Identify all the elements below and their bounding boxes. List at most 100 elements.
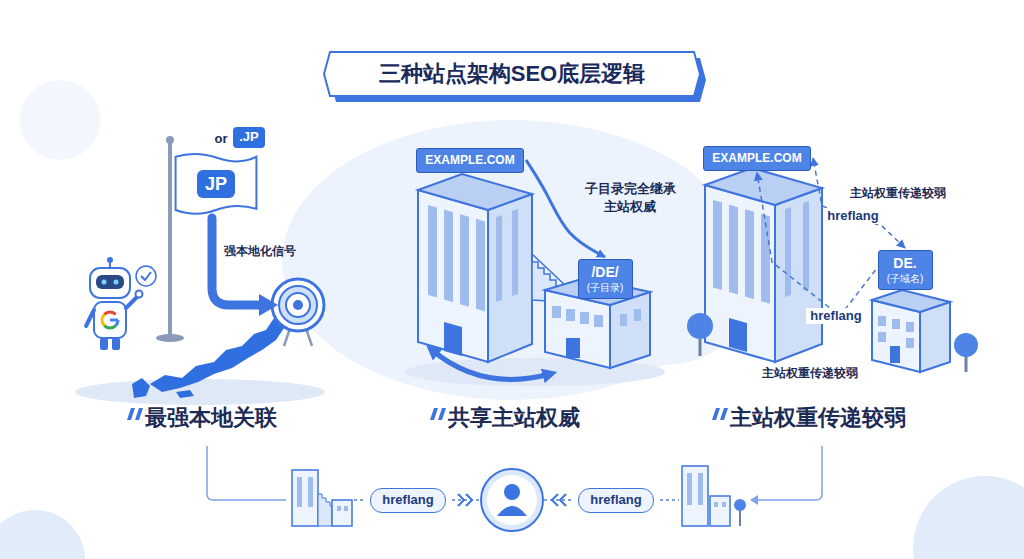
robot-eye (102, 280, 107, 285)
mini-window (687, 473, 692, 505)
building-front (705, 185, 775, 362)
site-sign: EXAMPLE.COM (703, 146, 811, 171)
node-text: hreflang (382, 492, 433, 508)
target-ring (279, 286, 317, 324)
window (803, 201, 809, 291)
subdirectory-sign: /DE/(子目录) (578, 259, 633, 299)
tree-trunk (739, 510, 741, 526)
window (594, 315, 603, 327)
building-top (418, 174, 532, 210)
window (496, 215, 502, 302)
building-side (775, 188, 822, 362)
edge-label: hreflang (806, 308, 865, 325)
mini-window (714, 502, 718, 507)
weight-note: 主站权重传递较弱 (762, 366, 858, 382)
ground (75, 379, 325, 405)
window (878, 316, 886, 326)
share-arrow (432, 350, 550, 379)
robot-eye (114, 280, 119, 285)
stair-rail (532, 254, 566, 286)
window (460, 214, 469, 307)
robot-arm (86, 310, 94, 326)
user-head (504, 484, 520, 500)
pole (168, 142, 172, 336)
window (580, 312, 589, 324)
middle-sub-building (545, 278, 650, 368)
domain-badge: .JP (233, 127, 265, 148)
node-subtext: (子目录) (587, 282, 624, 295)
mini-window (337, 506, 341, 511)
corner-blob (913, 476, 1024, 559)
panel-caption: 共享主站权威 (448, 404, 580, 433)
node-text: hreflang (590, 492, 641, 508)
tree-crown (687, 313, 713, 339)
mini-building (332, 500, 352, 526)
middle-main-building (418, 174, 532, 362)
pole-top (166, 136, 174, 144)
node-text: JP (197, 170, 235, 199)
right-main-building (687, 168, 822, 362)
robot-leg (112, 338, 120, 350)
dashed-link (452, 499, 480, 501)
robot-head (90, 268, 130, 298)
robot-visor (96, 275, 124, 289)
connectors (526, 158, 905, 316)
building-top (872, 290, 950, 312)
corner-blob (0, 510, 85, 559)
user-body (497, 506, 527, 516)
window (906, 322, 914, 332)
subdomain-sign: DE.(子域名) (878, 250, 933, 290)
bottom-flow (207, 446, 822, 531)
mini-stairs (318, 494, 332, 526)
tree-trunk (965, 356, 968, 372)
panel-caption: 主站权重传递较弱 (730, 404, 906, 433)
logo-arc (104, 326, 115, 328)
robot-leg (100, 338, 108, 350)
target-ring (286, 293, 310, 317)
flow-head (750, 495, 758, 505)
mini-window (344, 506, 348, 511)
dashed-link (544, 499, 572, 501)
dashed-link (660, 499, 679, 501)
building-side (920, 302, 950, 372)
inherit-arrow (526, 160, 605, 257)
signal-line (212, 218, 262, 305)
target (272, 279, 324, 346)
chevrons (458, 494, 472, 506)
door (729, 318, 747, 352)
site-sign: EXAMPLE.COM (416, 148, 524, 173)
node-text: DE. (893, 255, 916, 273)
building-top (545, 278, 650, 305)
door (566, 338, 580, 358)
title-banner (324, 52, 706, 102)
diagram-title: 三种站点架构SEO底层逻辑 (379, 60, 645, 89)
country-flag: JP (173, 153, 259, 215)
node-subtext: (子域名) (887, 273, 924, 286)
background-blobs (0, 80, 1024, 559)
tree-crown (734, 499, 746, 511)
dashed-link (354, 499, 366, 501)
japan-map (132, 312, 290, 398)
window (713, 200, 722, 290)
user-face (487, 475, 537, 525)
quote-mark (712, 408, 728, 420)
right-sub-building (872, 290, 978, 372)
edge-label: hreflang (823, 208, 882, 225)
hreflang-pill: hreflang (578, 488, 654, 513)
flow-line (207, 446, 286, 500)
flow-line (752, 446, 822, 500)
mini-building (682, 466, 708, 526)
window (444, 210, 453, 303)
user-ring (481, 469, 543, 531)
check-bubble (136, 266, 156, 286)
signal-label: 强本地化信号 (224, 244, 296, 260)
shikoku (176, 390, 194, 398)
target-ring (272, 279, 324, 331)
building-side (488, 194, 532, 362)
signal-arrow (212, 218, 278, 316)
pole-base (156, 334, 184, 342)
mini-window (698, 473, 703, 505)
window (476, 219, 485, 312)
window (878, 332, 886, 342)
